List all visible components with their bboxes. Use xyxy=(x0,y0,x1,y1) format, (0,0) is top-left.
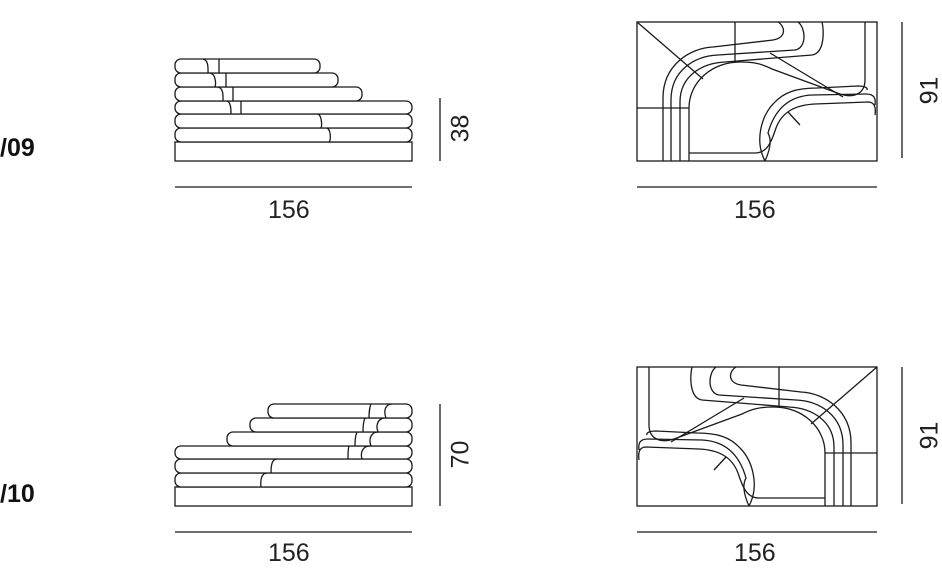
side-width-09: 156 xyxy=(268,196,310,224)
plan-width-09: 156 xyxy=(734,196,776,224)
module-code-09: /09 xyxy=(0,134,35,162)
plan-depth-09: 91 xyxy=(915,76,942,105)
plan-depth-10: 91 xyxy=(915,421,942,450)
plan-width-10: 156 xyxy=(734,539,776,567)
side-height-09: 38 xyxy=(446,114,475,143)
module-code-10: /10 xyxy=(0,480,35,508)
plan-view-09 xyxy=(636,21,878,162)
side-view-10 xyxy=(174,403,413,507)
side-view-09 xyxy=(174,58,413,162)
side-width-10: 156 xyxy=(268,539,310,567)
side-height-10: 70 xyxy=(446,440,475,469)
plan-view-10 xyxy=(636,366,878,507)
